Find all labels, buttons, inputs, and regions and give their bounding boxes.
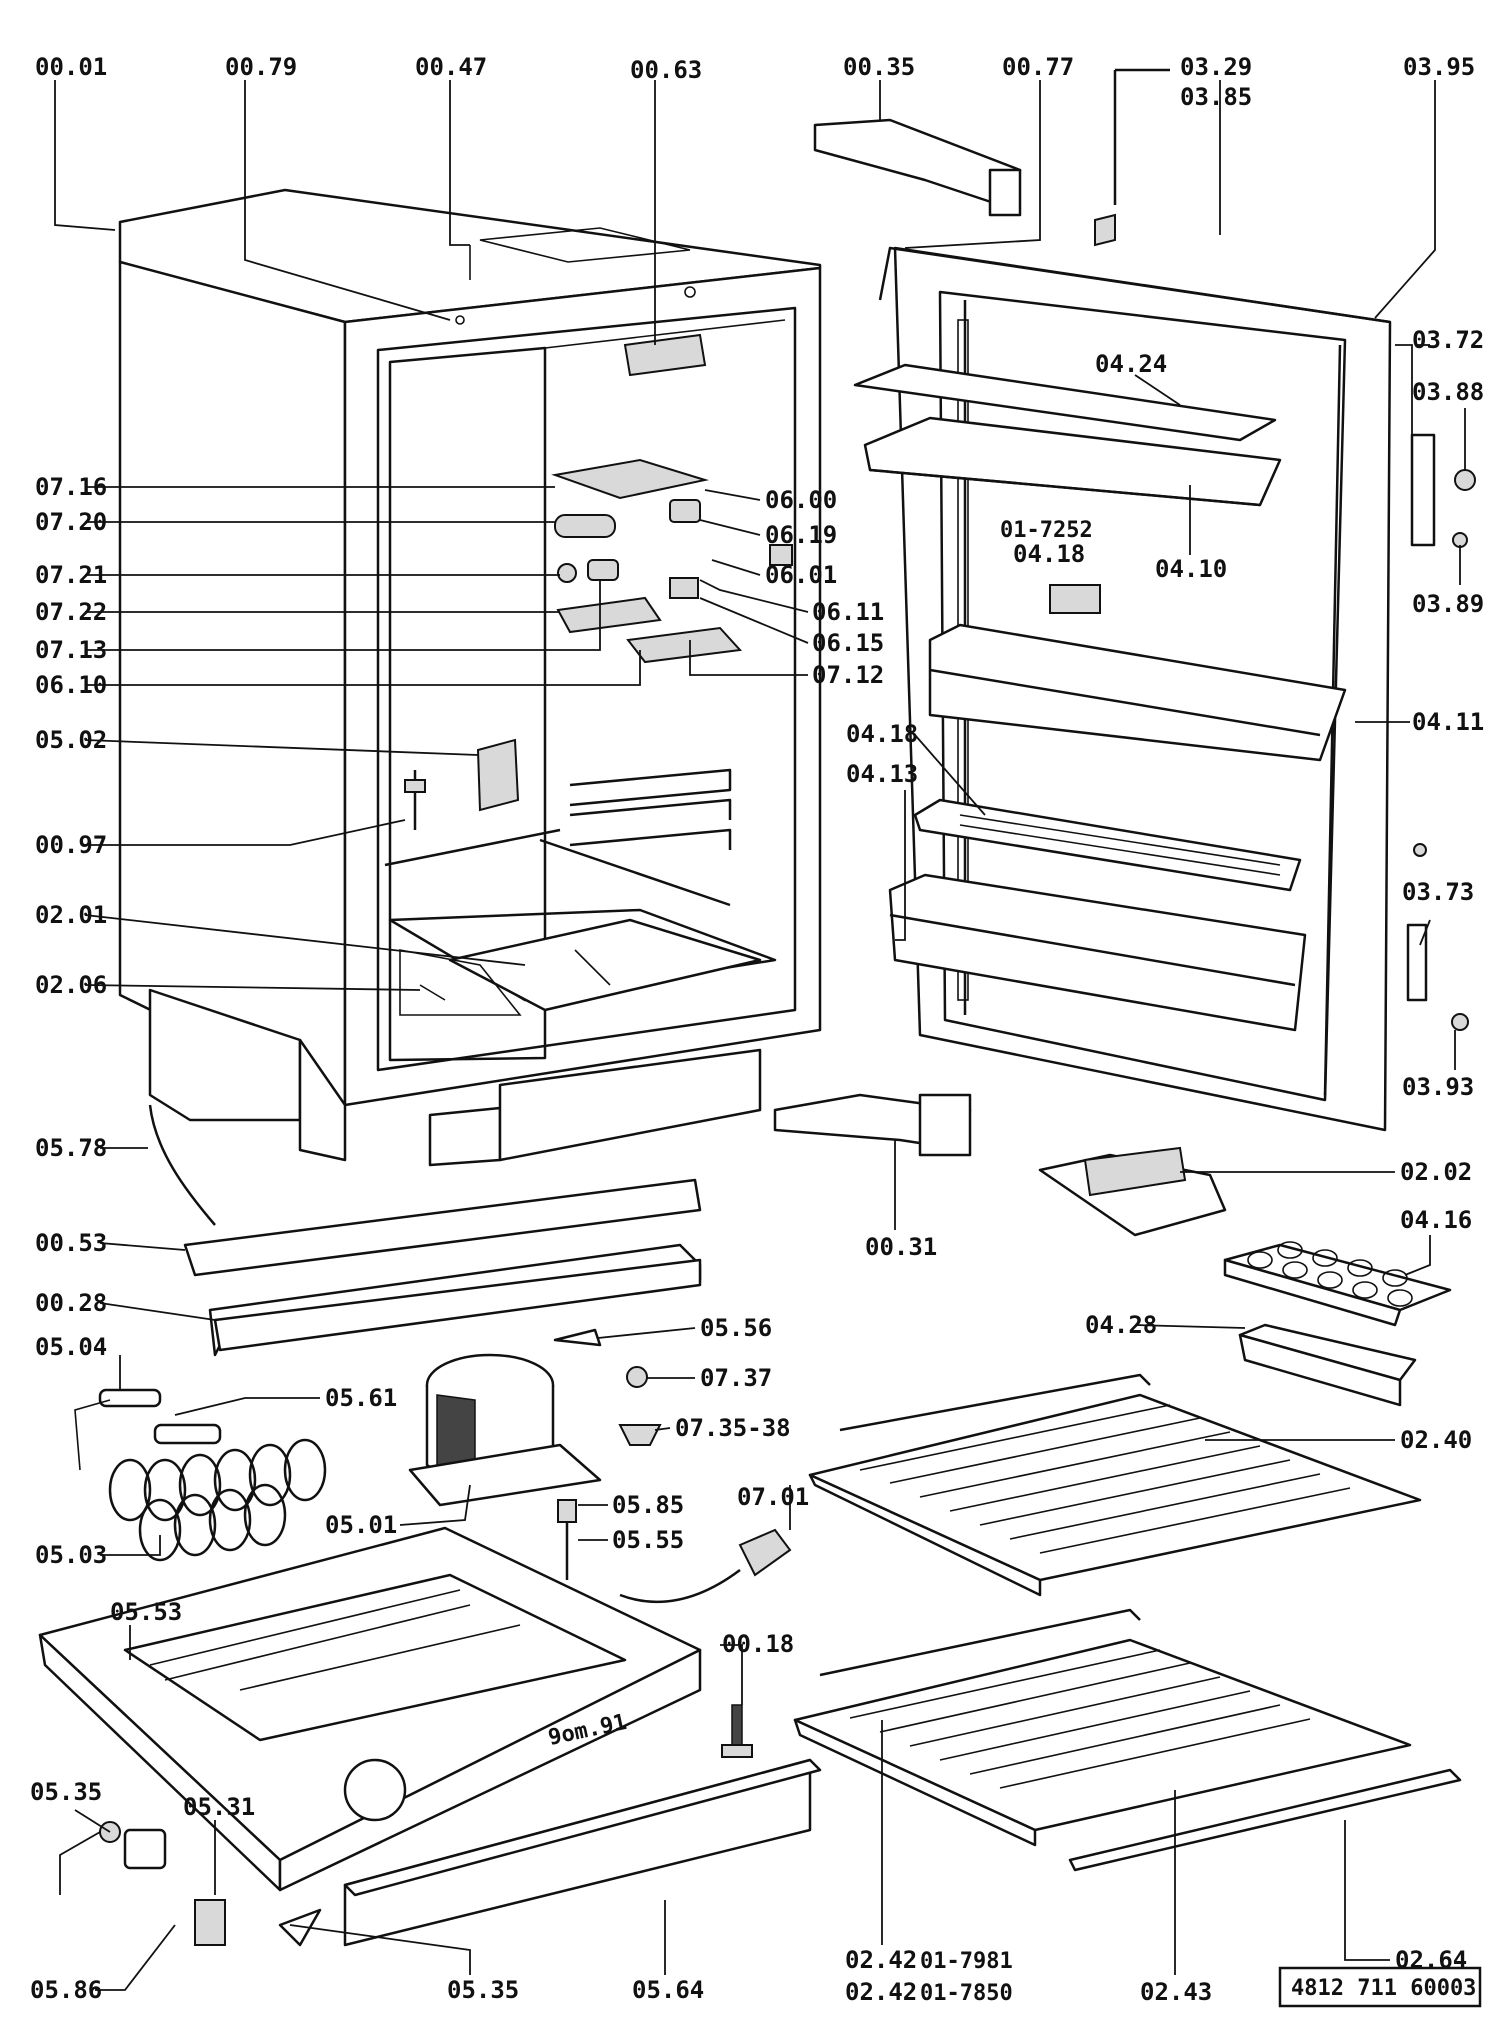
label-05-53: 05.53: [110, 1598, 182, 1626]
label-00-35: 00.35: [843, 53, 915, 81]
base-tray: [38, 1526, 822, 1947]
label-04-28: 04.28: [1085, 1311, 1157, 1339]
cabinet-body: [118, 188, 822, 1167]
document-number-box: 4812 711 60003: [1278, 1966, 1482, 2008]
label-04-16: 04.16: [1400, 1206, 1472, 1234]
label-03-85: 03.85: [1180, 83, 1252, 111]
label-05-01: 05.01: [325, 1511, 397, 1539]
label-05-35: 05.35: [30, 1778, 102, 1806]
label-07-01: 07.01: [737, 1483, 809, 1511]
machine-parts: [74, 1104, 792, 1604]
label-04-18: 04.18: [1013, 540, 1085, 568]
label-06-11: 06.11: [812, 598, 884, 626]
label-00-31: 00.31: [865, 1233, 937, 1261]
label-04-13: 04.13: [846, 760, 918, 788]
label-00-97: 00.97: [35, 831, 107, 859]
label-05-64: 05.64: [632, 1976, 704, 2004]
label-03-95: 03.95: [1403, 53, 1475, 81]
document-number: 4812 711 60003: [1291, 1976, 1476, 2001]
label-03-73: 03.73: [1402, 878, 1474, 906]
label-07-21: 07.21: [35, 561, 107, 589]
label-02-42-b: 02.42: [845, 1978, 917, 2006]
label-03-89: 03.89: [1412, 590, 1484, 618]
label-04-24: 04.24: [1095, 350, 1167, 378]
label-07-37: 07.37: [700, 1364, 772, 1392]
label-00-18: 00.18: [722, 1630, 794, 1658]
label-00-01: 00.01: [35, 53, 107, 81]
label-05-86: 05.86: [30, 1976, 102, 2004]
label-01-7252: 01-7252: [1000, 518, 1093, 543]
label-03-72: 03.72: [1412, 326, 1484, 354]
label-03-88: 03.88: [1412, 378, 1484, 406]
label-07-35-38: 07.35-38: [675, 1414, 791, 1442]
label-02-40: 02.40: [1400, 1426, 1472, 1454]
label-06-00: 06.00: [765, 486, 837, 514]
part-labels: 00.01 00.79 00.47 00.63 00.35 00.77 03.2…: [30, 53, 1484, 2006]
label-00-47: 00.47: [415, 53, 487, 81]
label-02-06: 02.06: [35, 971, 107, 999]
label-05-02: 05.02: [35, 726, 107, 754]
label-05-78: 05.78: [35, 1134, 107, 1162]
label-04-10: 04.10: [1155, 555, 1227, 583]
label-00-79: 00.79: [225, 53, 297, 81]
label-02-43: 02.43: [1140, 1978, 1212, 2006]
label-05-85: 05.85: [612, 1491, 684, 1519]
label-01-7981: 01-7981: [920, 1949, 1013, 1974]
label-04-18-rail: 04.18: [846, 720, 918, 748]
bottom-hinge: [773, 1093, 972, 1157]
label-06-10: 06.10: [35, 671, 107, 699]
label-05-61: 05.61: [325, 1384, 397, 1412]
label-05-04: 05.04: [35, 1333, 107, 1361]
label-04-11: 04.11: [1412, 708, 1484, 736]
label-03-29: 03.29: [1180, 53, 1252, 81]
door: [813, 68, 1392, 1132]
label-00-77: 00.77: [1002, 53, 1074, 81]
label-05-55: 05.55: [612, 1526, 684, 1554]
leader-lines: [54, 80, 1466, 1991]
label-06-01: 06.01: [765, 561, 837, 589]
label-00-63: 00.63: [630, 56, 702, 84]
label-01-7850: 01-7850: [920, 1981, 1013, 2006]
label-07-13: 07.13: [35, 636, 107, 664]
label-02-01: 02.01: [35, 901, 107, 929]
door-hardware: [1395, 344, 1476, 1031]
label-02-02: 02.02: [1400, 1158, 1472, 1186]
label-00-53: 00.53: [35, 1229, 107, 1257]
label-05-31: 05.31: [183, 1793, 255, 1821]
label-06-19: 06.19: [765, 521, 837, 549]
label-07-16: 07.16: [35, 473, 107, 501]
label-02-42-a: 02.42: [845, 1946, 917, 1974]
label-07-12: 07.12: [812, 661, 884, 689]
accessories: [793, 1146, 1462, 1872]
label-05-03: 05.03: [35, 1541, 107, 1569]
label-06-15: 06.15: [812, 629, 884, 657]
label-07-22: 07.22: [35, 598, 107, 626]
label-07-20: 07.20: [35, 508, 107, 536]
label-05-35-fan: 05.35: [447, 1976, 519, 2004]
label-05-56: 05.56: [700, 1314, 772, 1342]
label-03-93: 03.93: [1402, 1073, 1474, 1101]
label-00-28: 00.28: [35, 1289, 107, 1317]
